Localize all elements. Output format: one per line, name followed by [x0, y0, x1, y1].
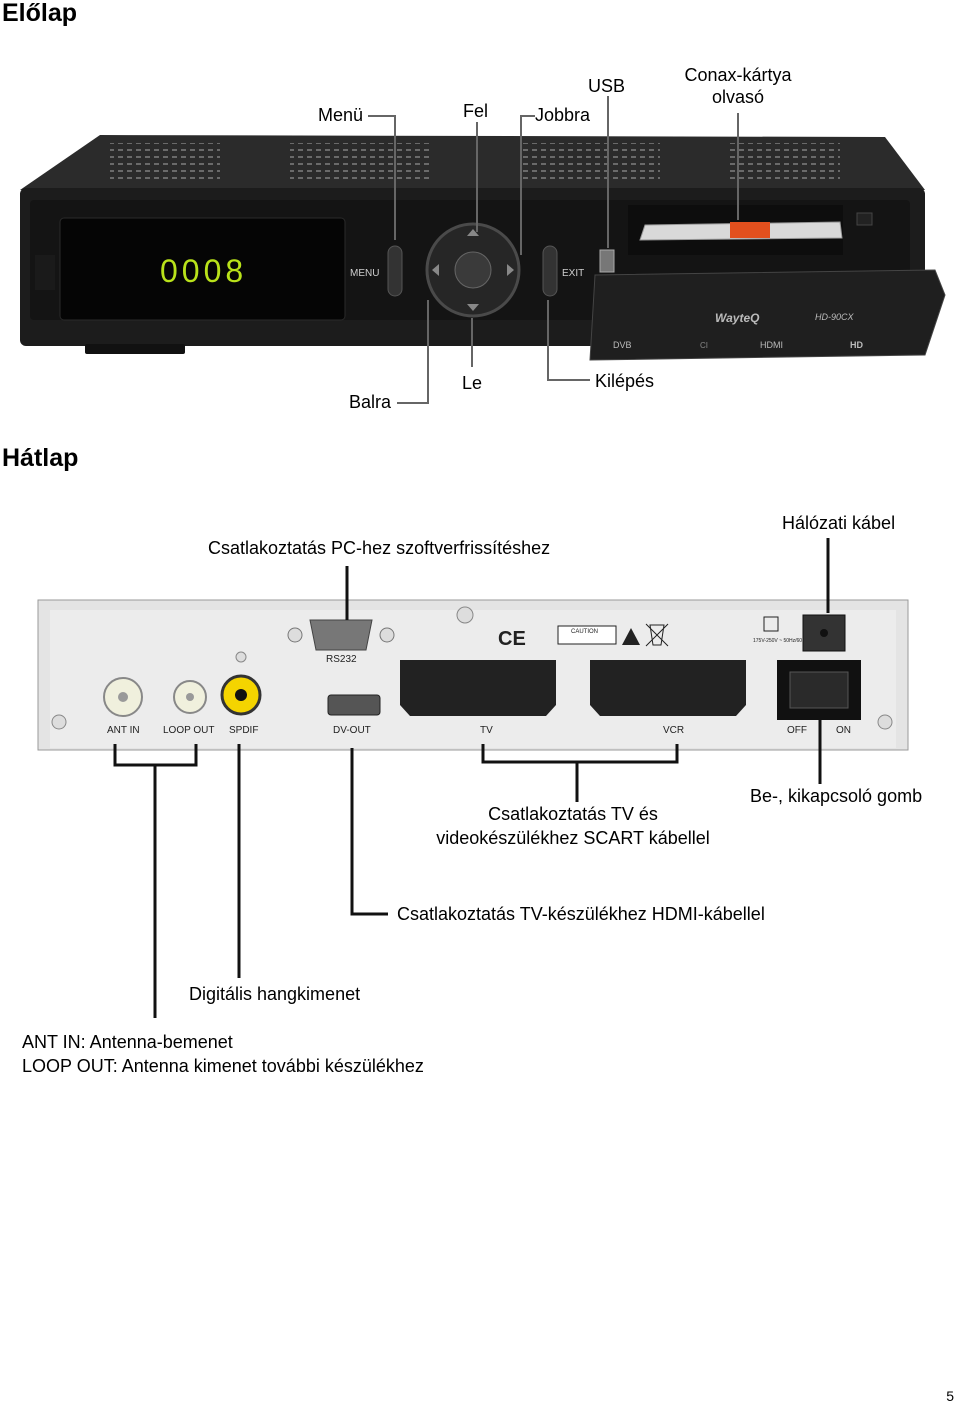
- callout-pc-connection: Csatlakoztatás PC-hez szoftverfrissítésh…: [208, 538, 551, 558]
- back-panel-illustration: ANT IN LOOP OUT SPDIF RS232 DV-OUT TV VC…: [37, 538, 909, 1018]
- callout-menu: Menü: [318, 105, 364, 125]
- note-loop-out: LOOP OUT: Antenna kimenet további készül…: [22, 1056, 424, 1076]
- front-model-text: HD-90CX: [815, 312, 855, 322]
- rs232-connector: [309, 619, 373, 651]
- dv-out-connector: [327, 694, 381, 716]
- callout-down: Le: [462, 373, 483, 393]
- rs232-text: RS232: [326, 654, 357, 665]
- dpad-down-arrow-icon: [467, 304, 479, 311]
- warning-triangle-icon: [622, 628, 640, 645]
- ant-in-text: ANT IN: [107, 725, 140, 736]
- scart-tv-connector: [400, 660, 556, 716]
- exit-hw-button: [542, 245, 558, 297]
- ce-mark: CE: [498, 628, 526, 650]
- front-menu-text: MENU: [350, 268, 379, 279]
- callout-exit: Kilépés: [595, 371, 655, 391]
- spdif-text: SPDIF: [229, 725, 258, 736]
- ir-window: [856, 212, 873, 226]
- dv-out-text: DV-OUT: [333, 725, 371, 736]
- note-ant-in: ANT IN: Antenna-bemenet: [22, 1032, 233, 1052]
- loop-out-text: LOOP OUT: [163, 725, 215, 736]
- front-panel-illustration: 0008 MENU EXIT WayteQ HD-90CX DVB CI HDM…: [20, 96, 946, 404]
- front-ci-text: CI: [700, 341, 708, 350]
- back-heading: Hátlap: [2, 444, 79, 472]
- vcr-text: VCR: [663, 725, 684, 736]
- page-number: 5: [946, 1388, 954, 1404]
- front-flap: [589, 269, 946, 361]
- front-exit-text: EXIT: [562, 268, 584, 279]
- tv-text: TV: [480, 725, 493, 736]
- on-text: ON: [836, 725, 851, 736]
- front-hd-text: HD: [850, 340, 863, 350]
- dpad-up-arrow-icon: [467, 229, 479, 236]
- callout-card-reader: Conax-kártya olvasó: [684, 65, 792, 107]
- callout-hdmi: Csatlakoztatás TV-készülékhez HDMI-kábel…: [397, 904, 765, 924]
- callout-right: Jobbra: [535, 105, 591, 125]
- menu-hw-button: [387, 245, 403, 297]
- callout-left: Balra: [349, 392, 392, 412]
- front-hdmi-text: HDMI: [760, 340, 783, 350]
- front-display-digits: 0008: [160, 253, 247, 289]
- dpad-right-arrow-icon: [507, 264, 514, 276]
- dpad-left-arrow-icon: [432, 264, 439, 276]
- dpad-ok: [454, 251, 492, 289]
- off-text: OFF: [787, 725, 807, 736]
- front-dvb-text: DVB: [613, 340, 632, 350]
- callout-usb: USB: [588, 76, 626, 96]
- power-spec-text: 175V-250V ~ 50Hz/60Hz MAX. 15W: [753, 638, 834, 644]
- callout-network-cable: Hálózati kábel: [782, 513, 896, 533]
- callout-power-switch: Be-, kikapcsoló gomb: [750, 786, 923, 806]
- front-usb-port: [599, 249, 615, 273]
- front-heading: Előlap: [2, 0, 78, 27]
- front-brand-text: WayteQ: [715, 311, 760, 325]
- callout-scart: Csatlakoztatás TV és videokészülékhez SC…: [436, 804, 710, 848]
- callout-up: Fel: [463, 101, 489, 121]
- weee-bin-icon: [645, 623, 669, 647]
- scart-vcr-connector: [590, 660, 746, 716]
- caution-text: CAUTION: [571, 629, 598, 635]
- callout-digital-audio: Digitális hangkimenet: [189, 984, 361, 1004]
